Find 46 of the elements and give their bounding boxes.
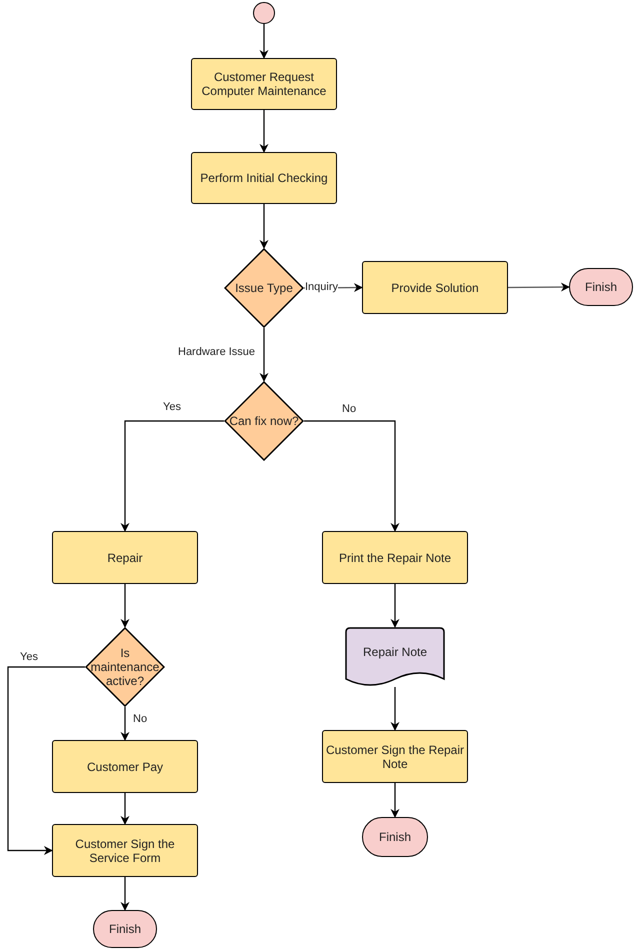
- terminator-pill: [93, 910, 157, 948]
- arrow: [390, 687, 400, 731]
- arrow: [390, 783, 400, 818]
- decision-diamond: [224, 381, 304, 461]
- process-box: [191, 58, 337, 110]
- arrow: [304, 420, 400, 532]
- terminator-pill: [362, 817, 428, 857]
- node-label: Issue Type: [235, 281, 293, 295]
- arrow: [508, 282, 570, 292]
- edge-label: Inquiry: [305, 281, 338, 294]
- decision-diamond: [224, 248, 304, 328]
- node-label: Customer Request Computer Maintenance: [200, 70, 328, 98]
- arrow: [260, 204, 268, 249]
- node-label: Provide Solution: [391, 280, 479, 294]
- node-label: Print the Repair Note: [338, 550, 452, 564]
- node-label: Repair Note: [362, 645, 428, 659]
- node-label: Finish: [584, 280, 617, 294]
- node-label: Perform Initial Checking: [200, 171, 328, 185]
- arrow: [390, 584, 400, 628]
- terminator-pill: [569, 268, 633, 306]
- node-label: Customer Sign the Repair Note: [324, 742, 466, 770]
- process-box: [52, 531, 198, 584]
- arrow: [7, 666, 85, 855]
- arrow: [120, 420, 224, 532]
- document-shape: [345, 627, 445, 687]
- process-box: [322, 531, 468, 584]
- node-label: Finish: [108, 922, 141, 936]
- process-box: [52, 824, 198, 877]
- process-box: [362, 261, 508, 314]
- node-label: Can fix now?: [229, 414, 299, 428]
- arrow: [260, 110, 268, 153]
- arrow: [120, 877, 130, 911]
- node-label: Customer Sign the Service Form: [74, 836, 176, 864]
- arrow: [120, 793, 130, 825]
- node-label: Repair: [107, 550, 143, 564]
- node-label: Is maintenance active?: [90, 646, 160, 688]
- process-box: [52, 740, 198, 793]
- arrow: [260, 24, 268, 59]
- arrow: [260, 328, 268, 382]
- node-label: Finish: [378, 830, 411, 844]
- process-box: [191, 152, 337, 204]
- arrow: [120, 584, 130, 628]
- arrow: [120, 707, 130, 741]
- decision-diamond: [85, 627, 165, 707]
- node-label: Customer Pay: [86, 760, 164, 774]
- process-box: [322, 730, 468, 783]
